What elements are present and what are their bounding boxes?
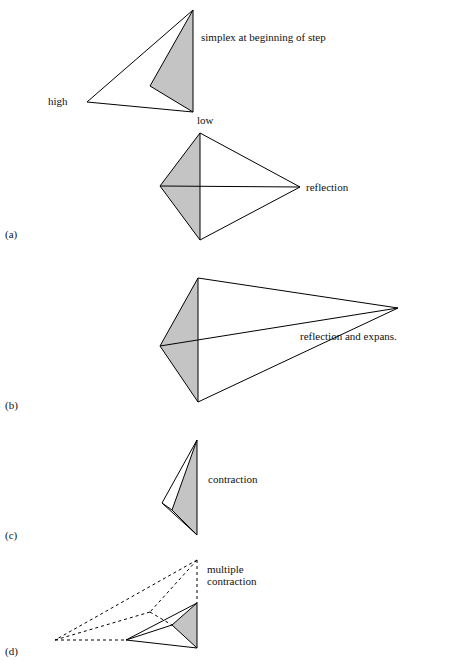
reflection-simplex xyxy=(160,133,300,240)
step-caption: simplex at beginning of step xyxy=(201,31,326,43)
step-caption: contraction xyxy=(208,473,257,485)
step-caption: reflection and expans. xyxy=(300,330,397,342)
panel-letter: (a) xyxy=(5,228,17,240)
panel-letter: (b) xyxy=(5,399,18,411)
contraction-simplex xyxy=(162,440,197,535)
panel-letter: (c) xyxy=(5,529,17,541)
multiple-contraction-simplex xyxy=(55,560,197,648)
vertex-label: high xyxy=(48,95,68,107)
step-caption: reflection xyxy=(306,181,348,193)
start-simplex xyxy=(87,10,193,112)
expansion-simplex xyxy=(160,278,398,402)
step-caption: multiple contraction xyxy=(207,563,267,587)
panel-letter: (d) xyxy=(5,645,18,657)
vertex-label: low xyxy=(197,114,214,126)
